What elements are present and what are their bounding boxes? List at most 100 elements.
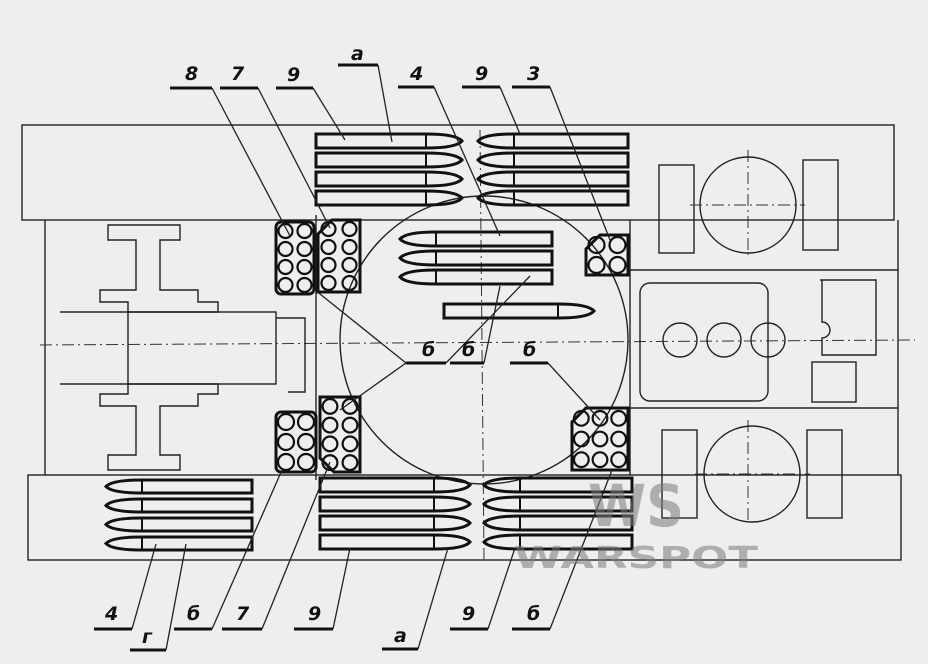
round-bin xyxy=(274,220,316,296)
round-cell xyxy=(572,409,590,427)
round-cell xyxy=(277,258,294,276)
round-cell xyxy=(320,238,337,256)
bin-frame xyxy=(316,218,362,294)
bin-frame xyxy=(570,406,630,472)
label-top-3: 3 xyxy=(527,63,540,85)
label-center-b-middle: б xyxy=(462,339,475,361)
leader-line xyxy=(261,461,331,630)
leader-lines xyxy=(131,64,613,651)
shell xyxy=(318,514,472,532)
leader-line xyxy=(549,469,613,630)
shell xyxy=(314,170,464,188)
watermark-logo: WS xyxy=(588,472,684,540)
shell xyxy=(482,514,634,532)
bin-frame xyxy=(274,220,316,296)
label-bottom-g: г xyxy=(142,626,153,648)
round-cell xyxy=(277,276,294,294)
leader-line xyxy=(433,86,501,237)
shell xyxy=(482,476,634,494)
shell xyxy=(314,151,464,169)
label-bottom-7: 7 xyxy=(236,603,250,625)
round-cell xyxy=(296,222,313,240)
top-labels: 8 7 9 а 4 9 3 xyxy=(170,43,550,90)
shell xyxy=(398,230,554,248)
leader-line xyxy=(377,64,393,143)
shell xyxy=(442,302,596,320)
turret-ring xyxy=(339,195,629,485)
round-cell xyxy=(587,235,606,255)
label-bottom-9-right: 9 xyxy=(462,603,475,625)
shell xyxy=(476,151,630,169)
leader-line xyxy=(131,543,157,630)
round-cell xyxy=(572,451,590,469)
round-cell xyxy=(341,274,358,292)
round-cell xyxy=(320,274,337,292)
shell xyxy=(318,495,472,513)
round-cell xyxy=(341,256,358,274)
round-cell xyxy=(277,240,294,258)
shell-rack xyxy=(442,302,596,320)
shell-rack xyxy=(398,230,554,286)
shell-rack xyxy=(314,132,464,207)
watermark-text: WARSPOT xyxy=(514,541,759,576)
round-cell xyxy=(321,435,339,453)
bottom-labels: 4 г б 7 9 а 9 б xyxy=(94,603,550,652)
leader-line xyxy=(165,543,187,651)
round-cell xyxy=(296,412,316,432)
leader-line xyxy=(211,469,283,630)
leader-line xyxy=(339,362,407,411)
round-cell xyxy=(276,452,296,472)
leader-line xyxy=(417,547,449,650)
leader-line xyxy=(314,289,407,364)
label-bottom-4: 4 xyxy=(104,603,118,625)
center-labels: б б б xyxy=(406,339,548,365)
label-center-b-left: б xyxy=(422,339,435,361)
round-cell xyxy=(276,432,296,452)
round-cell xyxy=(341,397,359,415)
leader-line xyxy=(499,86,521,135)
shell xyxy=(476,170,630,188)
label-top-9-left: 9 xyxy=(287,64,300,86)
warspot-watermark: WS WARSPOT xyxy=(514,472,759,576)
shell xyxy=(103,478,254,495)
label-top-9-right: 9 xyxy=(475,63,488,85)
leader-line xyxy=(549,86,611,241)
shell-rack xyxy=(476,132,630,207)
round-cell xyxy=(341,220,358,238)
round-cell xyxy=(587,255,606,275)
round-cell xyxy=(591,430,609,448)
round-cell xyxy=(341,238,358,256)
round-bin xyxy=(274,410,318,474)
round-cell xyxy=(276,412,296,432)
shell xyxy=(103,535,254,552)
shell xyxy=(482,495,634,513)
leader-line xyxy=(483,285,501,364)
shell xyxy=(318,476,472,494)
bin-frame xyxy=(274,410,318,474)
round-cell xyxy=(296,276,313,294)
label-center-b-right: б xyxy=(523,339,536,361)
round-cell xyxy=(277,222,294,240)
label-top-a: а xyxy=(351,43,364,65)
round-cell xyxy=(341,454,359,472)
label-bottom-a: а xyxy=(394,625,407,647)
round-bin xyxy=(316,218,362,294)
round-cell xyxy=(591,409,609,427)
round-cell xyxy=(320,256,337,274)
round-cell xyxy=(610,430,628,448)
shell xyxy=(318,533,472,551)
label-bottom-b-left: б xyxy=(187,603,200,625)
bin-frame xyxy=(318,395,362,474)
shell xyxy=(398,249,554,267)
round-bins xyxy=(274,218,630,474)
shell-rack xyxy=(103,478,254,552)
label-bottom-b-right: б xyxy=(527,603,540,625)
round-bin xyxy=(570,406,630,472)
shell xyxy=(314,189,464,207)
round-cell xyxy=(341,435,359,453)
leader-line xyxy=(487,547,516,630)
round-cell xyxy=(608,255,627,275)
round-bin xyxy=(318,395,362,474)
round-cell xyxy=(591,451,609,469)
